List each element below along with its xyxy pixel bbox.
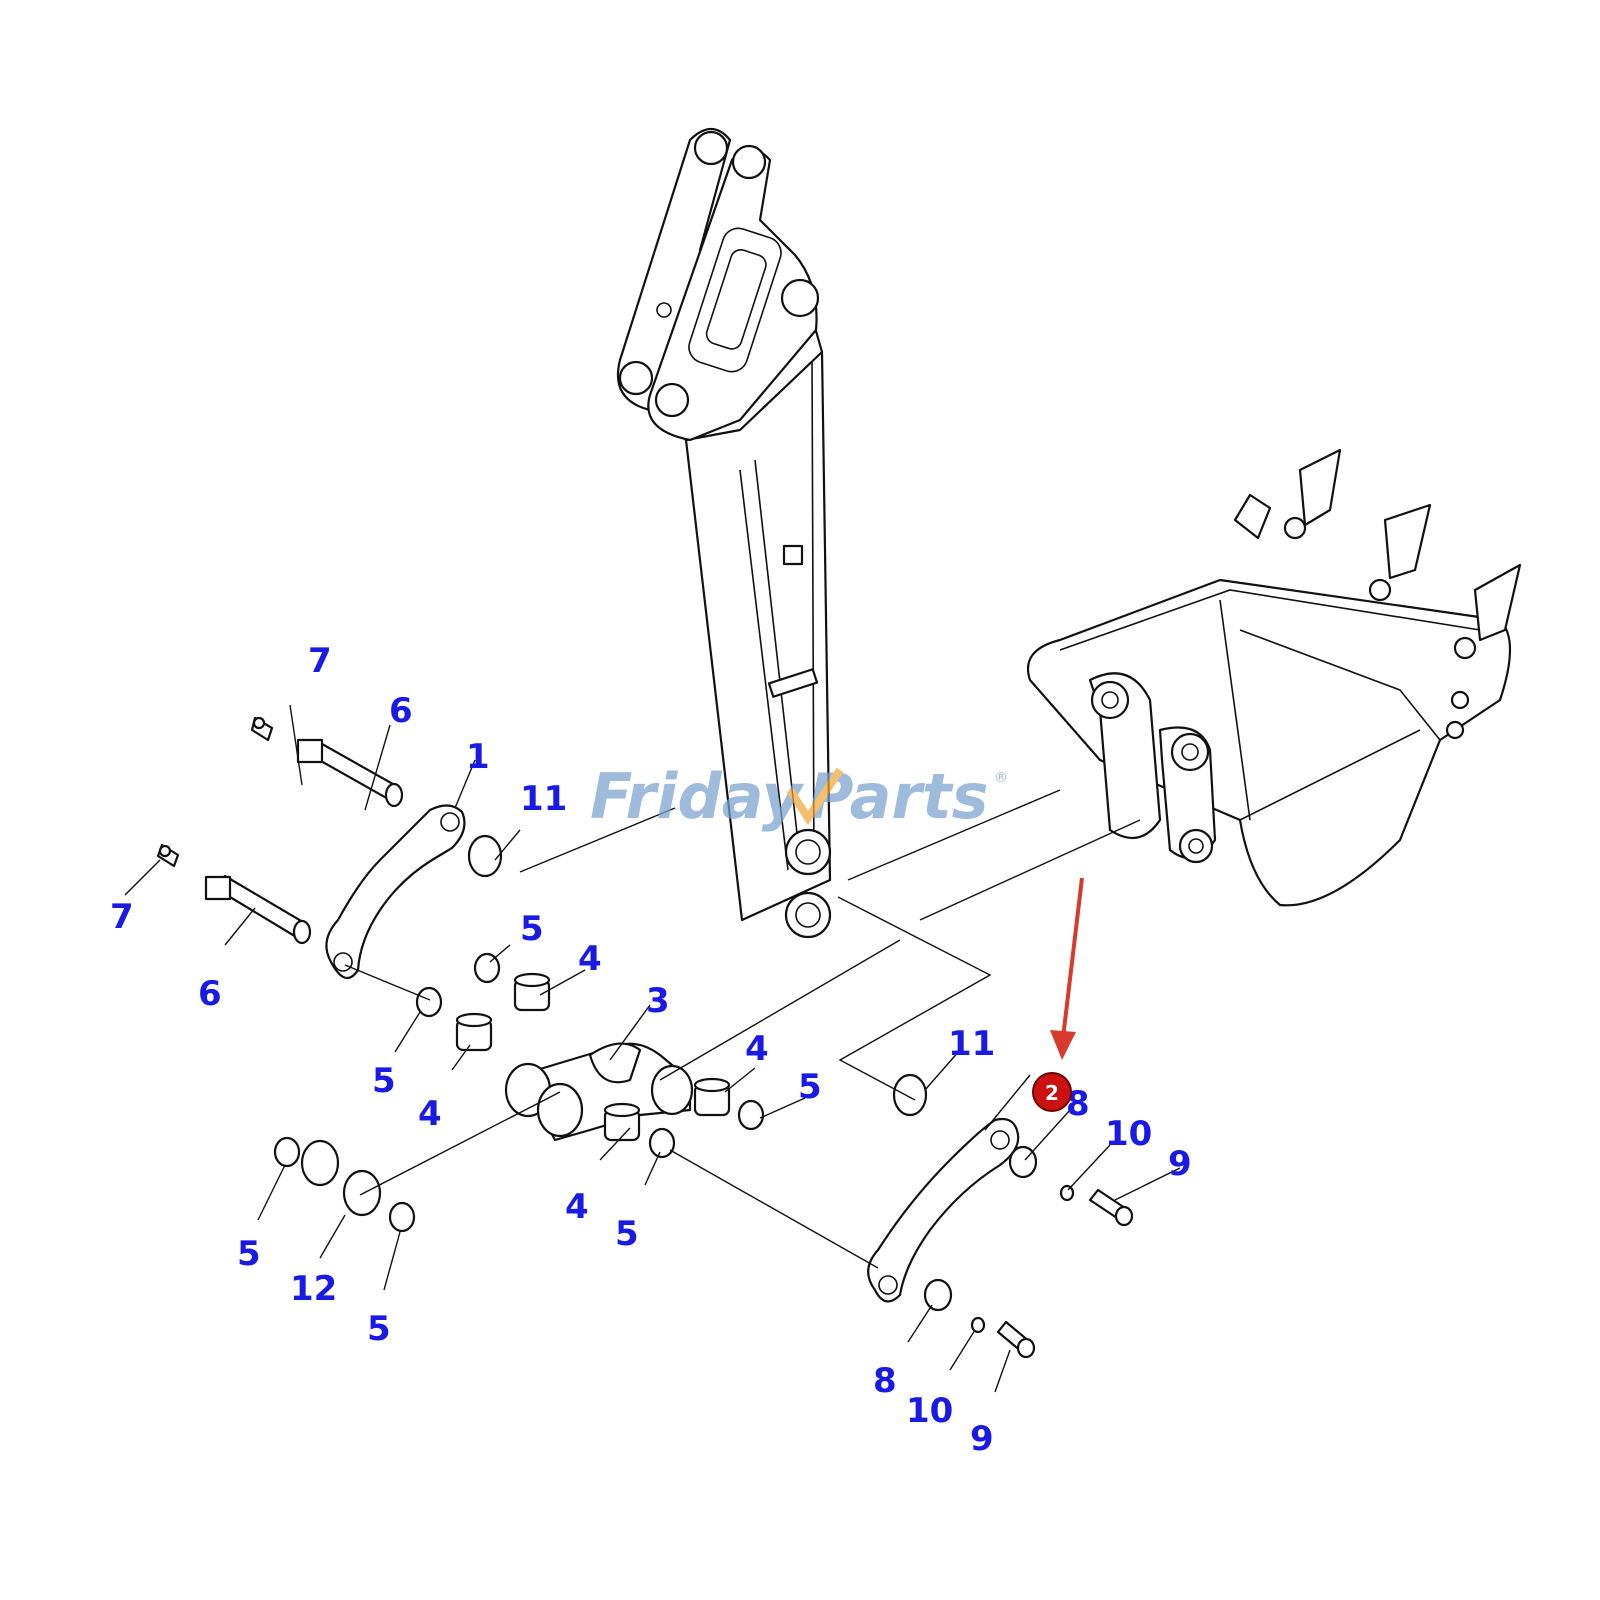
callout-8-upper: 8 [1066,1084,1090,1124]
bushing-part-4 [455,972,731,1142]
callout-7-upper: 7 [308,641,332,681]
callout-11-left: 11 [520,779,567,819]
red-badge-icon [1032,1072,1072,1112]
lock-washer-part-10 [970,1184,1075,1334]
link-part-3 [504,1042,694,1142]
watermark: FridayParts ® [590,760,1008,833]
callout-4-c: 4 [745,1029,769,1069]
callout-9-upper: 9 [1168,1144,1192,1184]
watermark-friday: Friday [590,760,805,833]
leader-lines [124,704,1181,1393]
link-part-2 [867,1117,1020,1303]
callout-5-c: 5 [798,1067,822,1107]
grease-fitting-part-7 [156,716,274,868]
link-part-1 [325,804,466,980]
watermark-swoosh-icon [786,767,844,826]
badge-label: 2 [1045,1081,1059,1105]
pin-part-6-upper [296,738,404,808]
callout-5-f: 5 [367,1309,391,1349]
callout-11-right: 11 [948,1024,995,1064]
shim-part-11 [467,834,928,1117]
callout-1: 1 [466,737,490,777]
pin-part-6-lower [204,874,312,945]
callout-5-d: 5 [615,1214,639,1254]
bolt-part-9 [996,1188,1134,1359]
highlight-part-2: 2 [1032,877,1084,1112]
callout-9-lower: 9 [970,1419,994,1459]
seal-part-5 [273,952,765,1233]
shim-part-12 [300,1139,382,1217]
arm [616,127,832,939]
bucket [1026,448,1522,907]
callout-5-a: 5 [520,909,544,949]
callout-4-a: 4 [578,939,602,979]
watermark-registered-mark: ® [994,770,1008,786]
callouts: 7 6 1 11 7 6 5 4 3 5 4 4 5 11 8 10 9 4 5… [110,641,1192,1459]
callout-4-b: 4 [418,1094,442,1134]
red-arrow-icon [1061,877,1084,1039]
callout-7-lower: 7 [110,897,134,937]
callout-5-b: 5 [372,1061,396,1101]
red-arrow-head-icon [1050,1030,1076,1060]
callout-6-lower: 6 [198,974,222,1014]
svg-text:FridayParts: FridayParts [590,760,989,833]
callout-12: 12 [290,1269,337,1309]
callout-6-upper: 6 [389,691,413,731]
callout-10-upper: 10 [1105,1114,1152,1154]
callout-4-d: 4 [565,1187,589,1227]
callout-5-e: 5 [237,1234,261,1274]
callout-10-lower: 10 [906,1391,953,1431]
callout-3: 3 [646,981,670,1021]
callout-8-lower: 8 [873,1361,897,1401]
